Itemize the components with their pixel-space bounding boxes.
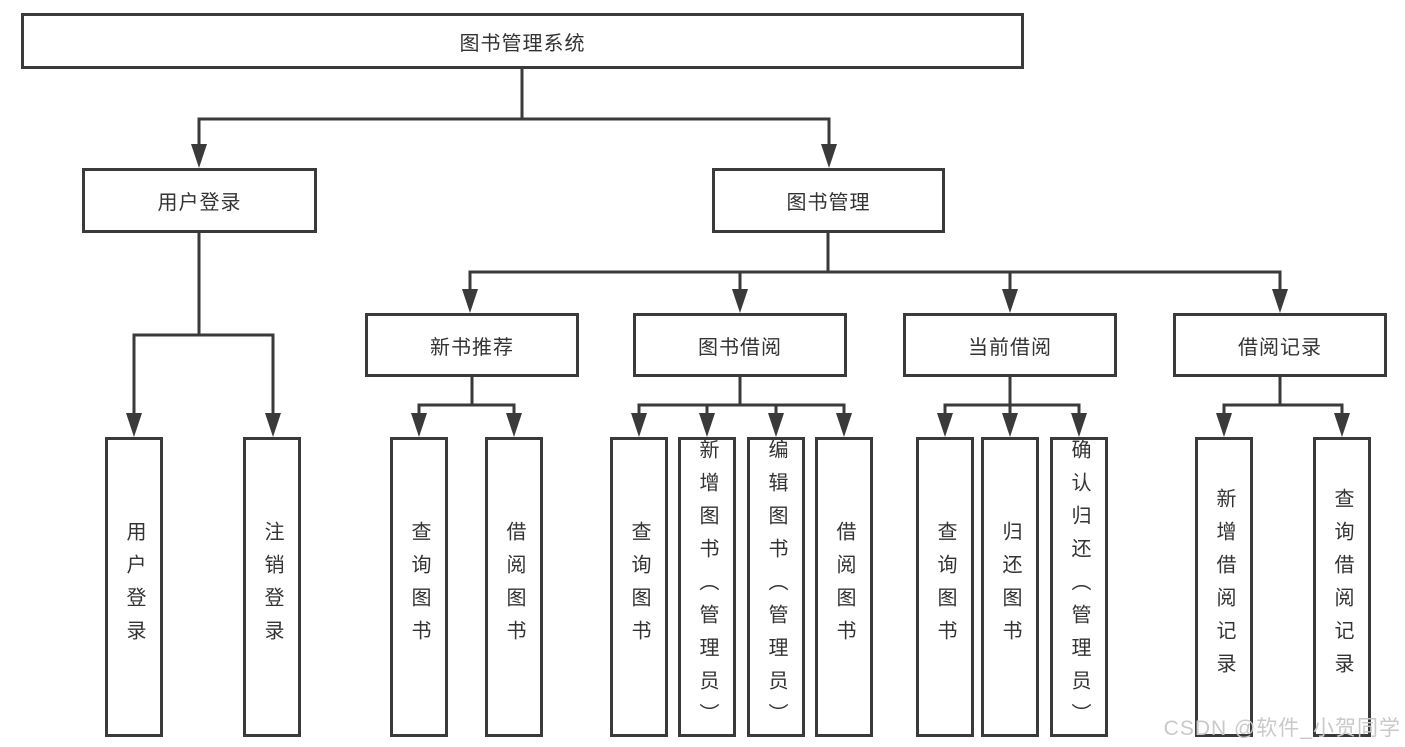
node-book-borrowing: 图书借阅 (633, 313, 847, 377)
leaf-return-book-label: 归还图书 (999, 521, 1021, 653)
leaf-borrow-books-1-label: 借阅图书 (503, 521, 525, 653)
node-user-login-label: 用户登录 (157, 192, 242, 214)
leaf-query-borrow-record: 查询借阅记录 (1313, 437, 1371, 737)
node-book-borrowing-label: 图书借阅 (698, 336, 782, 359)
node-root: 图书管理系统 (21, 13, 1024, 69)
leaf-add-book-admin-label: 新增图书（管理员） (696, 438, 718, 736)
node-book-management: 图书管理 (712, 168, 945, 233)
leaf-query-books-3-label: 查询图书 (934, 521, 956, 653)
node-borrow-records-label: 借阅记录 (1238, 336, 1322, 359)
watermark: CSDN @软件_小贺同学 (1163, 717, 1401, 740)
node-user-login: 用户登录 (82, 168, 317, 233)
leaf-confirm-return-admin: 确认归还（管理员） (1050, 437, 1108, 737)
leaf-user-login: 用户登录 (105, 437, 163, 737)
leaf-borrow-books-2-label: 借阅图书 (833, 521, 855, 653)
leaf-logout: 注销登录 (243, 437, 301, 737)
leaf-query-books-3: 查询图书 (916, 437, 974, 737)
node-book-management-label: 图书管理 (786, 192, 871, 214)
leaf-edit-book-admin-label: 编辑图书（管理员） (765, 438, 787, 736)
leaf-add-borrow-record-label: 新增借阅记录 (1213, 488, 1235, 686)
node-new-book-recommend: 新书推荐 (365, 313, 579, 377)
node-borrow-records: 借阅记录 (1173, 313, 1387, 377)
leaf-add-borrow-record: 新增借阅记录 (1195, 437, 1253, 737)
leaf-query-books-2: 查询图书 (610, 437, 668, 737)
arrowheads (126, 144, 1350, 437)
leaf-query-books-1: 查询图书 (390, 437, 448, 737)
node-current-borrowing: 当前借阅 (903, 313, 1117, 377)
leaf-edit-book-admin: 编辑图书（管理员） (747, 437, 805, 737)
leaf-return-book: 归还图书 (981, 437, 1039, 737)
leaf-borrow-books-1: 借阅图书 (485, 437, 543, 737)
leaf-query-books-2-label: 查询图书 (628, 521, 650, 653)
leaf-add-book-admin: 新增图书（管理员） (678, 437, 736, 737)
leaf-confirm-return-admin-label: 确认归还（管理员） (1068, 438, 1090, 736)
node-new-book-recommend-label: 新书推荐 (430, 336, 514, 359)
node-root-label: 图书管理系统 (459, 32, 586, 55)
leaf-borrow-books-2: 借阅图书 (815, 437, 873, 737)
leaf-query-books-1-label: 查询图书 (408, 521, 430, 653)
leaf-query-borrow-record-label: 查询借阅记录 (1331, 488, 1353, 686)
leaf-logout-label: 注销登录 (261, 521, 283, 653)
node-current-borrowing-label: 当前借阅 (968, 336, 1052, 359)
leaf-user-login-label: 用户登录 (123, 521, 145, 653)
